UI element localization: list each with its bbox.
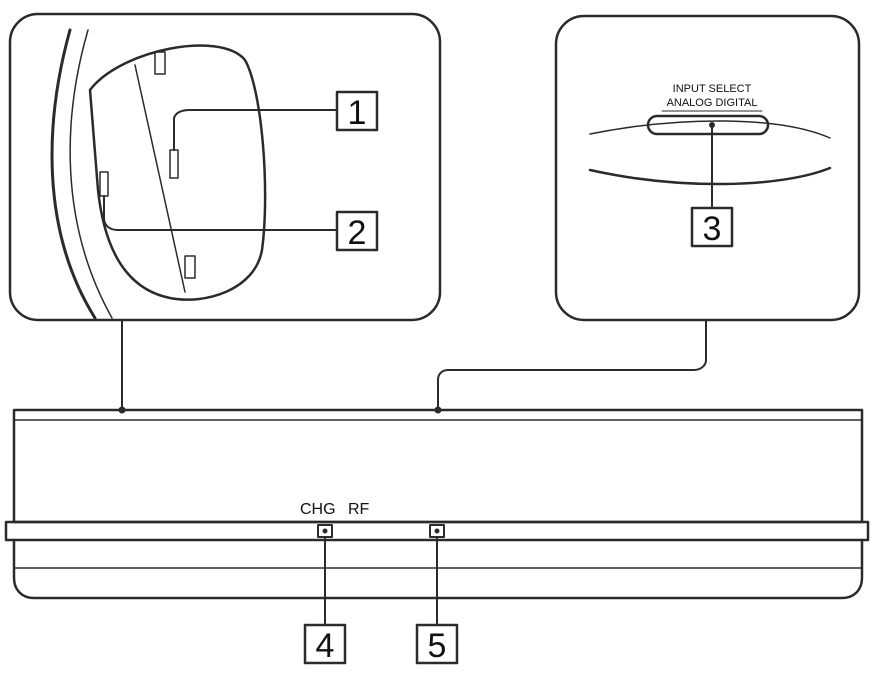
switch-label-top: INPUT SELECT (673, 83, 752, 95)
right-inset-panel: INPUT SELECT ANALOG DIGITAL (554, 14, 861, 322)
left-inset-frame (8, 12, 442, 322)
ear-cup-seam (134, 64, 186, 293)
ear-cup-slot-bottom (184, 255, 196, 279)
headband-arc (50, 28, 97, 320)
switch-label-bottom: ANALOG DIGITAL (667, 97, 758, 109)
rf-indicator-dot (434, 528, 440, 534)
ear-cup-slot-top (154, 51, 166, 75)
callout-3-box (690, 206, 734, 248)
callout-3-number: 3 (703, 210, 722, 248)
callout-2-box (335, 210, 379, 252)
callout-1-number: 1 (348, 94, 367, 132)
headband-arc-inner (69, 29, 113, 319)
callout-4-number: 4 (316, 627, 335, 665)
transmitter-unit: CHG RF (4, 408, 870, 626)
callout-5-box (415, 623, 459, 665)
callout-3: 3 (690, 206, 734, 248)
callout-2-leader (103, 195, 337, 231)
callout-4: 4 (303, 623, 347, 665)
power-switch (169, 149, 179, 179)
callout-1-box (335, 90, 379, 132)
chg-label: CHG (300, 501, 336, 518)
callout-4-box (303, 623, 347, 665)
transmitter-top-body (12, 408, 864, 524)
transmitter-front-edge (588, 166, 832, 186)
callout-1-leader (173, 109, 337, 151)
right-inset-frame (554, 14, 861, 322)
volume-control (99, 171, 109, 197)
callout-5: 5 (415, 623, 459, 665)
switch-knob (709, 122, 715, 128)
callout-2-number: 2 (348, 214, 367, 252)
right-inset-connector (437, 319, 707, 411)
ear-cup-outline (88, 44, 267, 301)
input-select-switch (646, 114, 770, 136)
transmitter-top-edge (589, 120, 831, 139)
callout-2: 2 (335, 210, 379, 252)
rf-label: RF (348, 501, 370, 518)
left-inset-panel (8, 12, 442, 322)
chg-indicator-dot (322, 528, 328, 534)
callout-1: 1 (335, 90, 379, 132)
callout-5-number: 5 (428, 627, 447, 665)
